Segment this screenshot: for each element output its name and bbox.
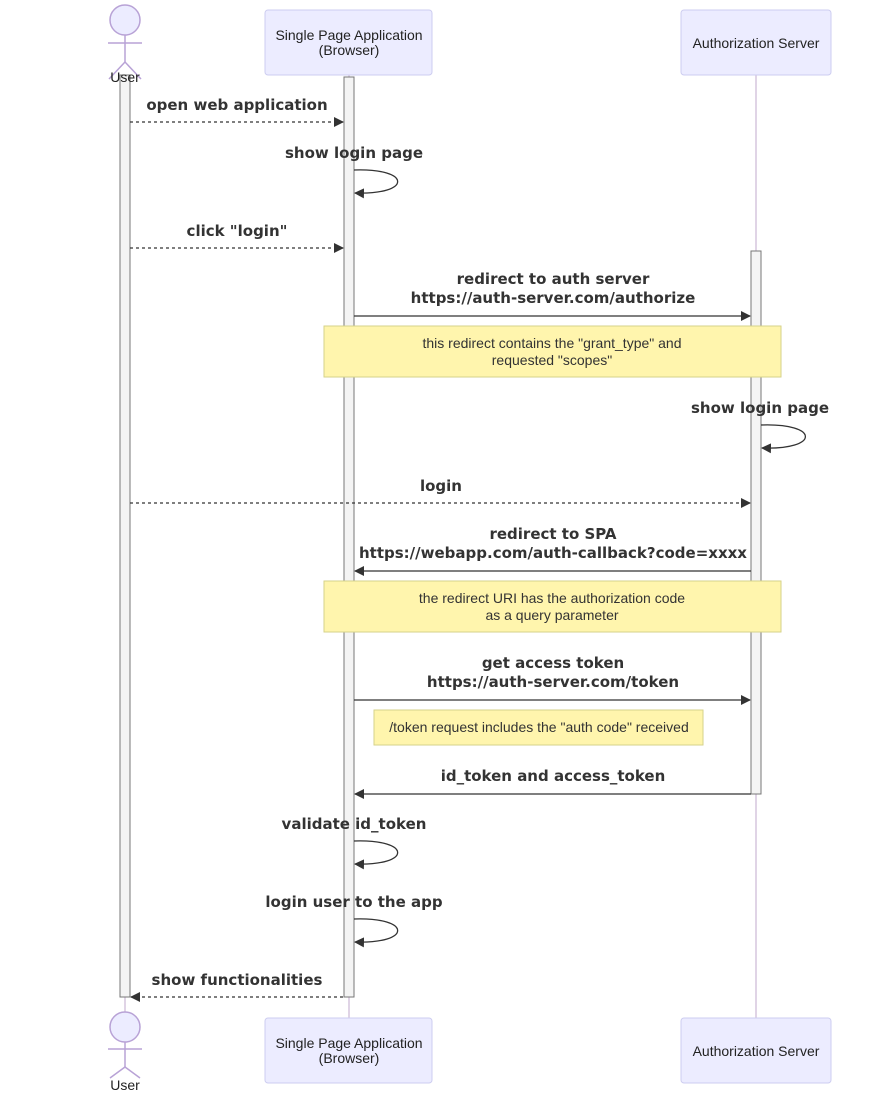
participant-auth-top-label: Authorization Server [693,35,820,51]
participant-spa-top: Single Page Application (Browser) [264,9,433,76]
message-arrow-validate-token [353,840,399,870]
actor-label-user-bottom: User [110,1077,140,1093]
activation-spa [343,76,355,998]
activation-auth [750,250,762,795]
message-label-tokens: id_token and access_token [441,767,666,785]
message-label-redirect-auth-1: redirect to auth server [457,270,650,288]
actor-head-icon [109,1011,141,1043]
note-authorization-code-line2: as a query parameter [485,607,618,623]
message-label-redirect-auth-2: https://auth-server.com/authorize [411,289,696,307]
note-authorization-code: the redirect URI has the authorization c… [323,580,782,633]
activation-user [119,74,131,998]
participant-spa-top-line1: Single Page Application [275,27,422,43]
note-auth-code-received-text: /token request includes the "auth code" … [389,719,688,735]
message-label-redirect-spa-2: https://webapp.com/auth-callback?code=xx… [359,544,747,562]
message-label-open-web-app: open web application [146,96,327,114]
message-label-login-user: login user to the app [265,893,442,911]
message-arrow-show-login-auth [760,424,806,454]
participant-spa-bottom-line1: Single Page Application [275,1035,422,1051]
participant-spa-top-line2: (Browser) [319,42,380,58]
message-label-validate-token: validate id_token [282,815,427,833]
note-authorization-code-line1: the redirect URI has the authorization c… [419,590,685,606]
message-label-get-token-1: get access token [482,654,624,672]
participant-auth-bottom: Authorization Server [680,1017,832,1084]
participant-spa-bottom: Single Page Application (Browser) [264,1017,433,1084]
note-grant-type: this redirect contains the "grant_type" … [323,325,782,378]
message-label-get-token-2: https://auth-server.com/token [427,673,679,691]
note-grant-type-line1: this redirect contains the "grant_type" … [423,335,682,351]
actor-head-icon [109,4,141,36]
message-arrow-login-user [353,918,399,948]
message-label-login: login [420,477,462,495]
message-arrow-show-login-spa [353,169,399,199]
message-label-click-login: click "login" [187,222,288,240]
actor-label-user-top: User [110,69,140,85]
note-grant-type-line2: requested "scopes" [492,352,612,368]
message-label-show-login-auth: show login page [691,399,829,417]
participant-auth-top: Authorization Server [680,9,832,76]
message-label-redirect-spa-1: redirect to SPA [489,525,616,543]
participant-spa-bottom-line2: (Browser) [319,1050,380,1066]
message-label-show-functionalities: show functionalities [152,971,323,989]
actor-user-bottom: User [108,1011,142,1093]
note-auth-code-received: /token request includes the "auth code" … [373,709,704,746]
message-label-show-login-spa: show login page [285,144,423,162]
participant-auth-bottom-label: Authorization Server [693,1043,820,1059]
actor-user-top: User [108,4,142,85]
